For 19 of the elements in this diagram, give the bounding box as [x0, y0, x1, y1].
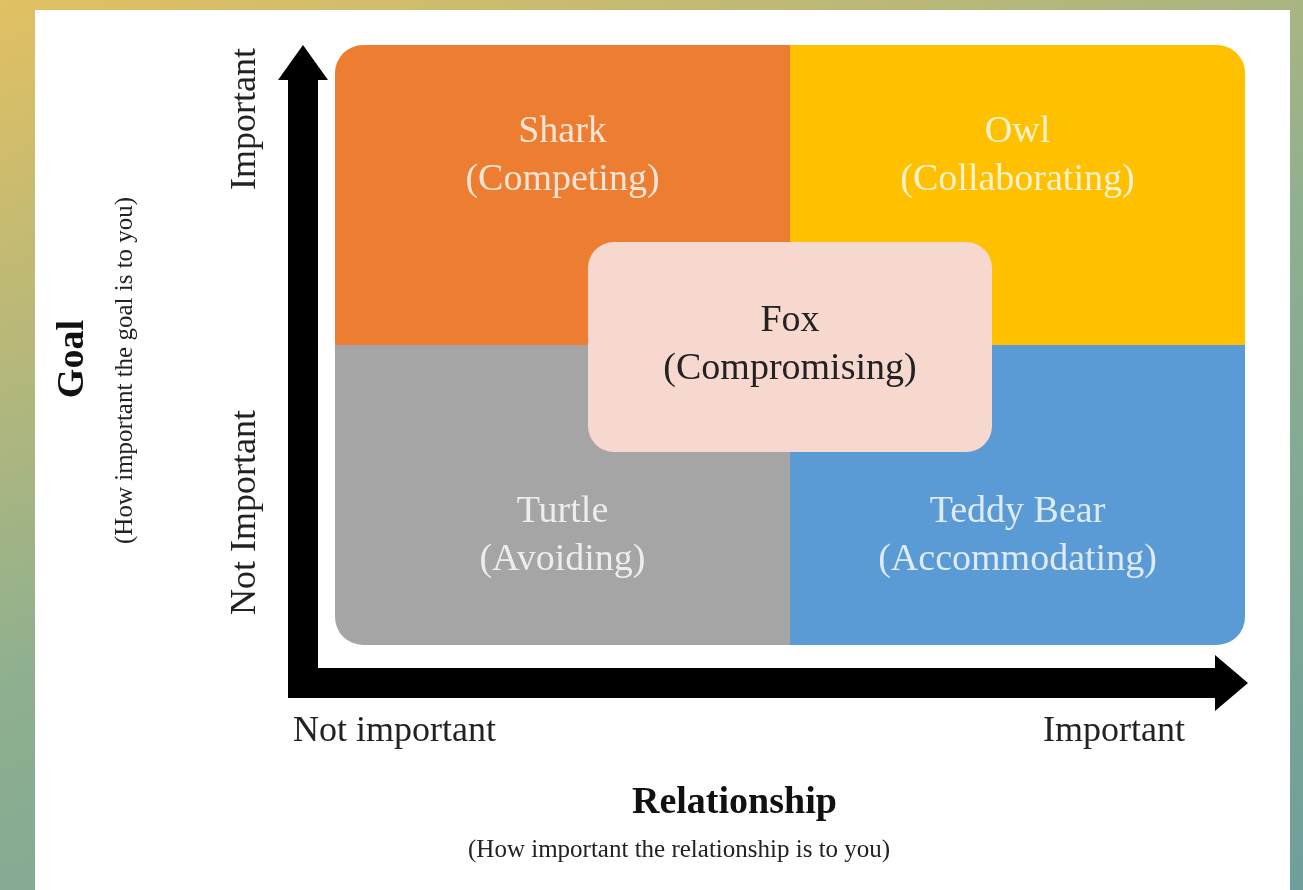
- center-box: [588, 242, 992, 452]
- style-name: (Accommodating): [878, 535, 1157, 580]
- animal-name: Fox: [760, 296, 820, 341]
- animal-name: Owl: [984, 107, 1051, 152]
- axis-title: Goal: [48, 320, 92, 399]
- axis-tick-label: Important: [222, 48, 264, 190]
- style-name: (Avoiding): [479, 535, 646, 580]
- animal-name: Teddy Bear: [929, 487, 1106, 532]
- style-name: (Compromising): [663, 344, 917, 389]
- animal-name: Turtle: [516, 487, 609, 532]
- axis-tick-label: Not Important: [222, 410, 264, 615]
- axis-tick-label: Not important: [293, 708, 496, 750]
- axis-title: Relationship: [632, 778, 837, 822]
- axis-tick-label: Important: [1043, 708, 1185, 750]
- style-name: (Competing): [465, 155, 660, 200]
- axis-subtitle: (How important the relationship is to you): [468, 835, 891, 863]
- animal-name: Shark: [518, 107, 607, 152]
- axis-subtitle: (How important the goal is to you): [110, 195, 138, 546]
- style-name: (Collaborating): [900, 155, 1135, 200]
